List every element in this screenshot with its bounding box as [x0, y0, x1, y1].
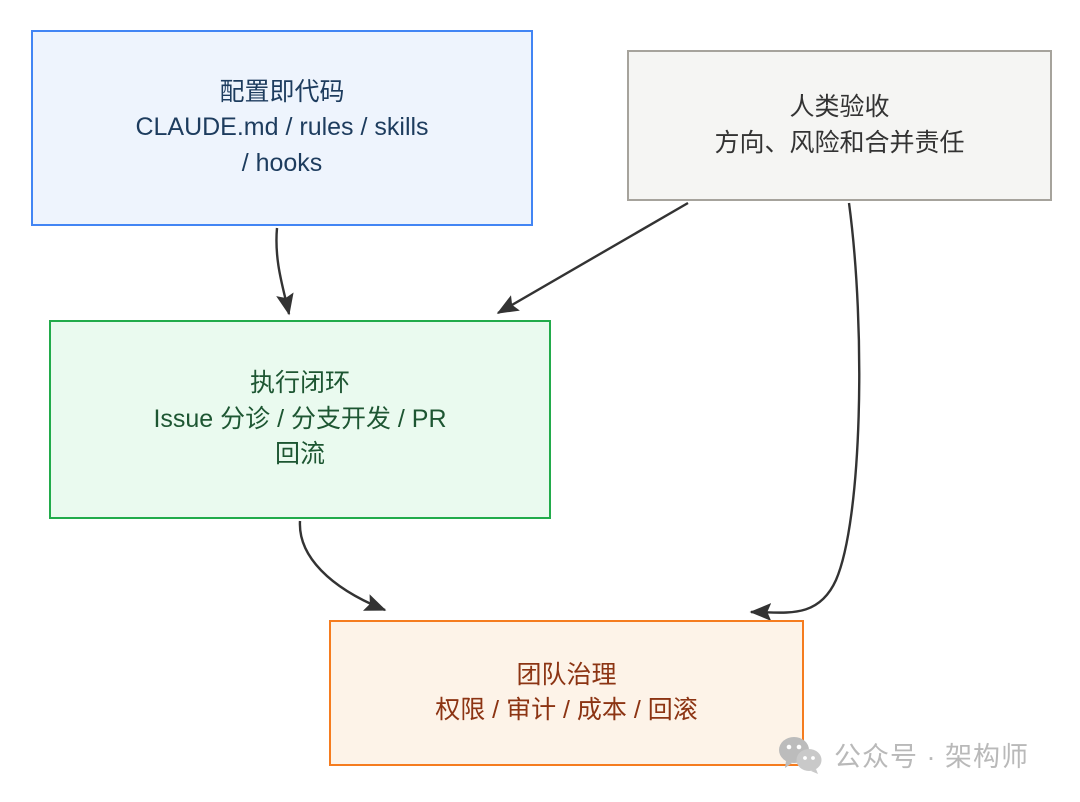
watermark-text: 公众号 · 架构师 [834, 742, 1029, 772]
node-execution-loop-line2: Issue 分诊 / 分支开发 / PR [153, 404, 447, 433]
node-team-governance-title: 团队治理 [516, 660, 617, 689]
node-team-governance-line2: 权限 / 审计 / 成本 / 回滚 [435, 696, 698, 724]
node-config-as-code-title: 配置即代码 [219, 77, 345, 106]
wechat-icon [779, 736, 822, 774]
node-config-as-code-line3: / hooks [241, 148, 323, 177]
node-execution-loop-line3: 回流 [274, 440, 325, 469]
node-config-as-code-line2: CLAUDE.md / rules / skills [135, 113, 429, 142]
edge-human-to-gov [749, 202, 861, 621]
watermark: 公众号 · 架构师 [778, 735, 1029, 774]
node-execution-loop[interactable]: 执行闭环 Issue 分诊 / 分支开发 / PR 回流 [49, 320, 551, 519]
node-human-acceptance-line2: 方向、风险和合并责任 [714, 128, 965, 157]
edge-exec-to-gov [298, 520, 387, 612]
node-human-acceptance-title: 人类验收 [789, 93, 890, 121]
node-execution-loop-title: 执行闭环 [249, 369, 350, 398]
node-human-acceptance[interactable]: 人类验收 方向、风险和合并责任 [627, 50, 1052, 201]
node-config-as-code[interactable]: 配置即代码 CLAUDE.md / rules / skills / hooks [31, 30, 533, 226]
node-team-governance[interactable]: 团队治理 权限 / 审计 / 成本 / 回滚 [329, 620, 804, 766]
edge-config-to-exec [275, 227, 294, 316]
